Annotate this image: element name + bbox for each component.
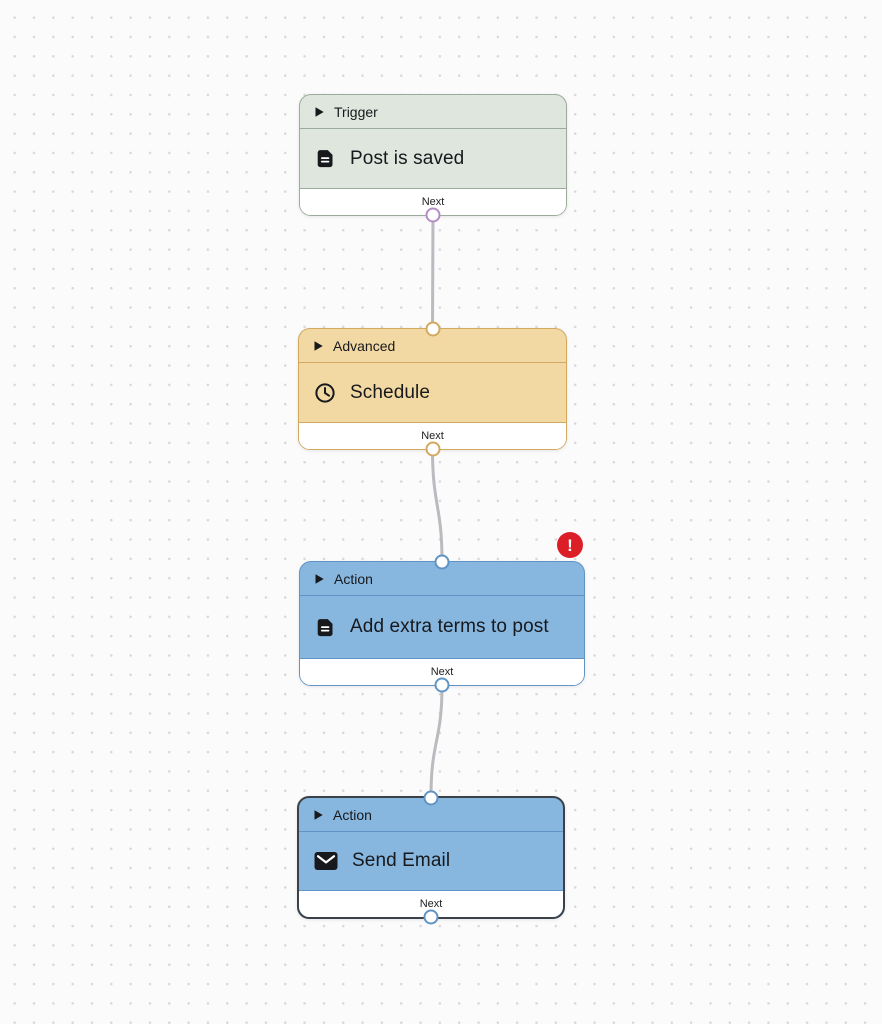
node-header[interactable]: Action	[300, 562, 584, 596]
node-category-label: Action	[333, 806, 372, 823]
output-port[interactable]	[425, 441, 440, 457]
node-header[interactable]: Action	[299, 798, 563, 832]
node-body[interactable]: Post is saved	[300, 129, 566, 188]
next-label: Next	[421, 196, 445, 208]
output-port[interactable]	[434, 677, 450, 693]
node-header[interactable]: Advanced	[299, 329, 566, 363]
output-port[interactable]	[423, 909, 439, 925]
input-port[interactable]	[425, 321, 440, 337]
input-port[interactable]	[423, 790, 439, 806]
node-title: Schedule	[350, 381, 431, 403]
node-title: Send Email	[352, 850, 451, 871]
node-title: Add extra terms to post	[350, 616, 549, 637]
node-title: Post is saved	[350, 147, 465, 169]
error-badge[interactable]: !	[557, 532, 583, 558]
input-port[interactable]	[434, 554, 450, 570]
node-header[interactable]: Trigger	[300, 95, 566, 129]
node-trigger-post-is-saved[interactable]: Trigger Post is saved Next	[299, 94, 567, 223]
next-label: Next	[421, 430, 444, 442]
email-icon	[314, 851, 338, 871]
collapse-triangle-icon[interactable]	[314, 809, 323, 820]
output-port[interactable]	[425, 207, 441, 223]
node-body[interactable]: Add extra terms to post	[300, 596, 584, 658]
collapse-triangle-icon[interactable]	[315, 106, 324, 117]
node-category-label: Trigger	[334, 103, 378, 120]
next-label: Next	[419, 898, 443, 910]
next-label: Next	[430, 666, 454, 678]
document-icon	[315, 148, 336, 169]
node-footer: Next	[300, 658, 584, 685]
node-body[interactable]: Schedule	[299, 363, 566, 422]
node-action-send-email[interactable]: Action Send Email Next	[297, 790, 565, 925]
document-icon	[315, 617, 336, 638]
collapse-triangle-icon[interactable]	[314, 340, 323, 351]
node-advanced-schedule[interactable]: Advanced Schedule Next	[298, 321, 567, 457]
node-body[interactable]: Send Email	[299, 832, 563, 890]
node-footer: Next	[300, 188, 566, 215]
clock-icon	[314, 382, 336, 404]
collapse-triangle-icon[interactable]	[315, 573, 324, 584]
node-action-add-extra-terms[interactable]: ! Action Add extra terms to post Next	[299, 532, 585, 693]
node-category-label: Action	[334, 570, 373, 587]
node-category-label: Advanced	[333, 337, 396, 354]
